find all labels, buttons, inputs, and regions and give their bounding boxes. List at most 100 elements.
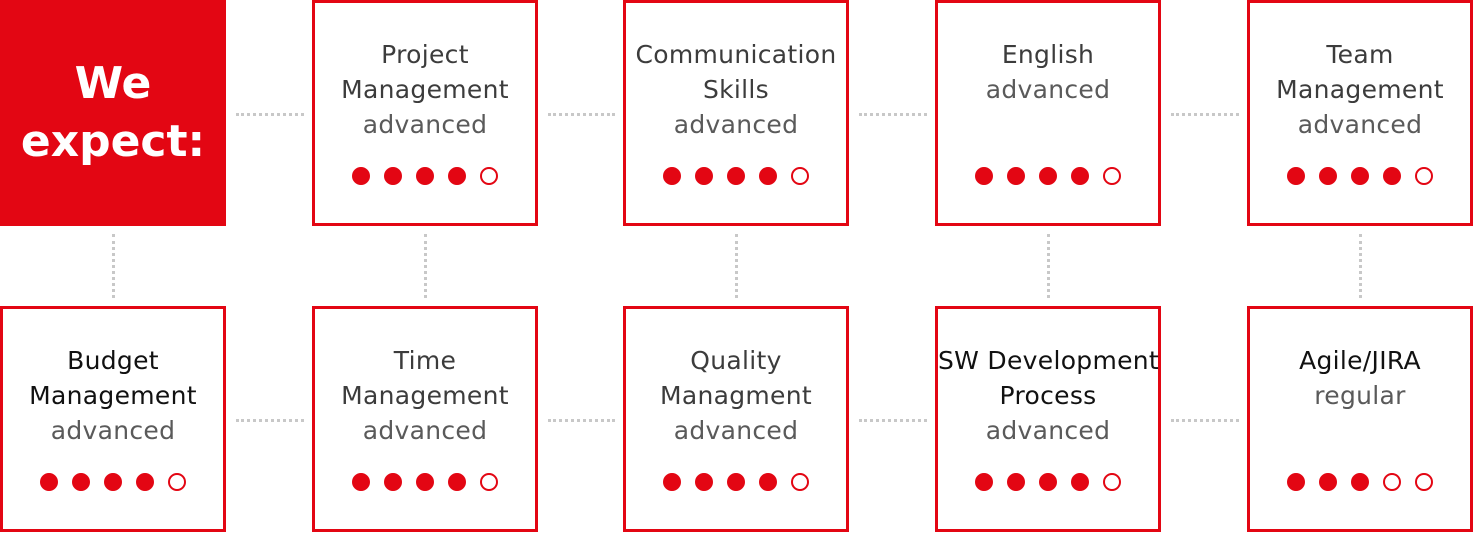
rating-dot-filled [352,167,370,185]
rating-dot-empty [168,473,186,491]
rating-dot-empty [791,167,809,185]
rating-dots [315,167,535,185]
rating-dot-filled [759,167,777,185]
rating-dot-filled [104,473,122,491]
rating-dot-empty [480,473,498,491]
rating-dot-filled [1071,473,1089,491]
rating-dot-filled [759,473,777,491]
rating-dot-empty [1415,167,1433,185]
banner-line-2: expect: [20,116,206,167]
skill-level: advanced [362,416,488,445]
vertical-connector [424,234,427,298]
skill-title-line: Skills [702,75,769,104]
rating-dots [3,473,223,491]
rating-dots [626,167,846,185]
rating-dot-filled [1287,473,1305,491]
vertical-connector [112,234,115,298]
skill-card: Agile/JIRA regular [1247,306,1473,532]
skill-title-line: Quality [690,346,782,375]
skill-level: advanced [673,416,799,445]
banner-line-1: We [74,58,152,109]
rating-dot-filled [72,473,90,491]
rating-dot-empty [480,167,498,185]
vertical-connector [1047,234,1050,298]
rating-dot-filled [1351,167,1369,185]
skill-level: advanced [985,416,1111,445]
skill-level: advanced [362,110,488,139]
rating-dot-filled [975,167,993,185]
rating-dot-empty [1383,473,1401,491]
skill-text: Agile/JIRA regular [1250,343,1470,413]
rating-dot-empty [791,473,809,491]
rating-dot-filled [695,473,713,491]
rating-dot-filled [1287,167,1305,185]
rating-dot-filled [40,473,58,491]
rating-dot-filled [384,473,402,491]
rating-dot-filled [1007,167,1025,185]
horizontal-connector [236,113,304,116]
rating-dot-filled [1319,473,1337,491]
rating-dot-filled [663,167,681,185]
rating-dot-filled [1351,473,1369,491]
rating-dot-filled [663,473,681,491]
rating-dot-empty [1103,473,1121,491]
rating-dot-filled [695,167,713,185]
skill-level: advanced [673,110,799,139]
rating-dot-filled [448,167,466,185]
skill-level: advanced [1297,110,1423,139]
we-expect-banner: We expect: [0,0,226,226]
rating-dots [1250,473,1470,491]
rating-dot-filled [136,473,154,491]
rating-dot-filled [448,473,466,491]
skill-title-line: Communication [635,40,837,69]
skill-title-line: Team [1326,40,1394,69]
rating-dot-filled [352,473,370,491]
rating-dots [938,473,1158,491]
rating-dot-filled [416,167,434,185]
horizontal-connector [548,419,615,422]
horizontal-connector [1171,113,1239,116]
skill-title-line: Agile/JIRA [1299,346,1421,375]
skill-title-line: Management [341,381,509,410]
horizontal-connector [1171,419,1239,422]
rating-dot-filled [384,167,402,185]
rating-dot-filled [1007,473,1025,491]
horizontal-connector [236,419,304,422]
rating-dot-filled [1039,473,1057,491]
vertical-connector [735,234,738,298]
rating-dots [626,473,846,491]
vertical-connector [1359,234,1362,298]
rating-dot-filled [727,473,745,491]
rating-dot-filled [1071,167,1089,185]
rating-dots [938,167,1158,185]
skill-title-line: SW Development [938,346,1160,375]
skill-title-line: Management [29,381,197,410]
skill-title-line: Project [381,40,469,69]
rating-dot-empty [1415,473,1433,491]
skill-title-line: Management [341,75,509,104]
skill-title-line: English [1001,40,1095,69]
rating-dot-filled [1383,167,1401,185]
skill-level: regular [1314,381,1406,410]
skill-title-line: Time [393,346,457,375]
skill-title-line: Managment [659,381,812,410]
rating-dot-filled [416,473,434,491]
rating-dot-filled [1319,167,1337,185]
horizontal-connector [859,419,927,422]
skill-title-line: Management [1276,75,1444,104]
